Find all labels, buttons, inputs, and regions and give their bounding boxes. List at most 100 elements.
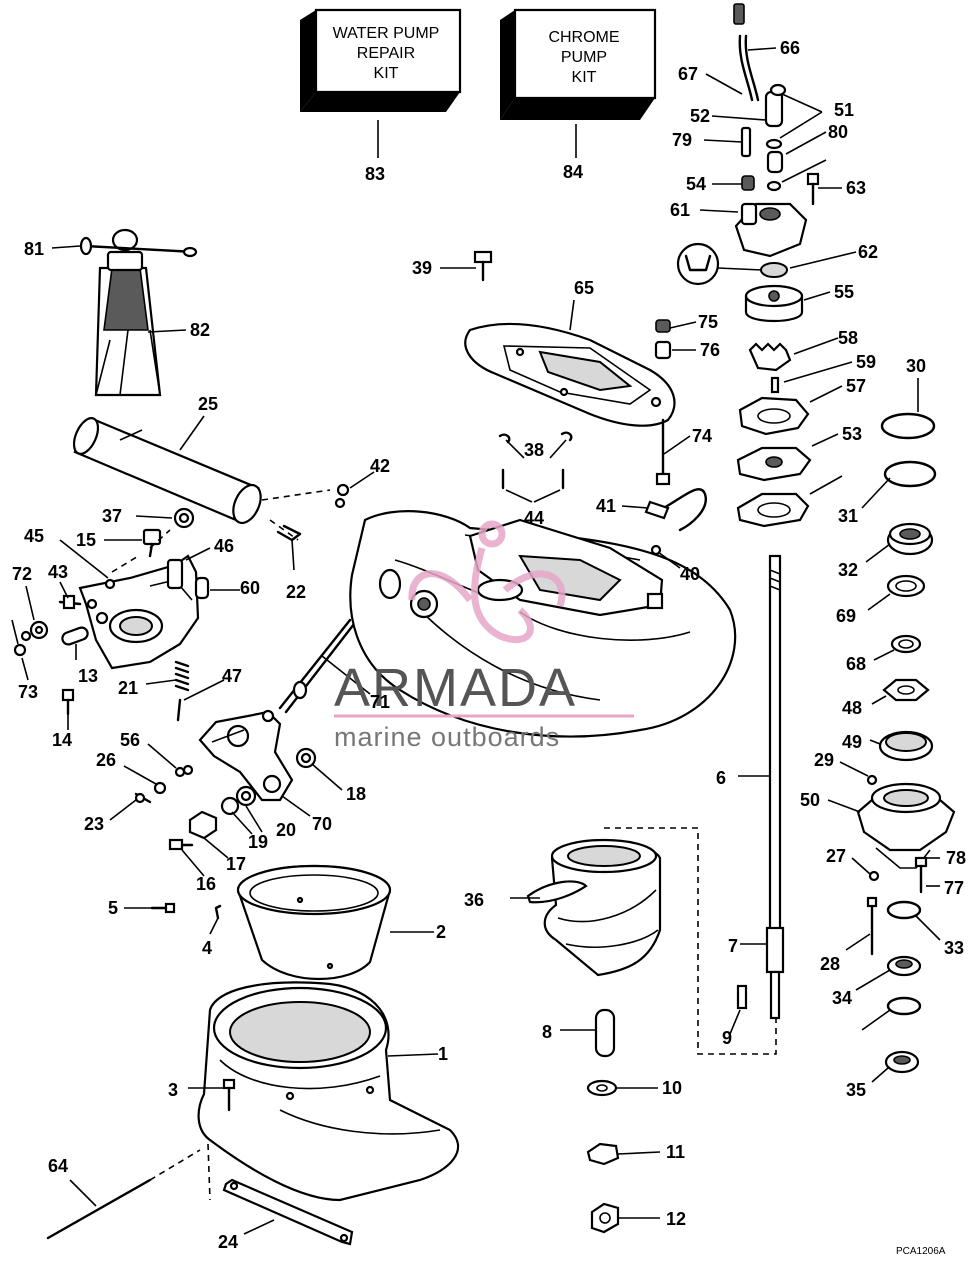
callout-50: 50 [800, 790, 820, 810]
callout-68: 68 [846, 654, 866, 674]
seal-stack-right [856, 412, 956, 1074]
callout-42: 42 [370, 456, 390, 476]
callout-8: 8 [542, 1022, 552, 1042]
callout-41: 41 [596, 496, 616, 516]
callout-7: 7 [728, 936, 738, 956]
jet-impeller [526, 838, 662, 977]
impeller-hardware [586, 1008, 620, 1234]
adapter-plate [464, 319, 676, 486]
callout-51: 51 [834, 100, 854, 120]
callout-9: 9 [722, 1028, 732, 1048]
callout-31: 31 [838, 506, 858, 526]
small-hardware-left [13, 483, 350, 716]
callout-14: 14 [52, 730, 72, 750]
callout-13: 13 [78, 666, 98, 686]
callout-6: 6 [716, 768, 726, 788]
callout-11: 11 [666, 1142, 685, 1162]
callout-69: 69 [836, 606, 856, 626]
hardware-center [473, 250, 707, 556]
callout-67: 67 [678, 64, 698, 84]
kit-83-line1: WATER PUMP [333, 25, 440, 42]
mount-bracket [78, 554, 210, 722]
strap-and-rod [46, 1143, 354, 1246]
callout-23: 23 [84, 814, 104, 834]
watermark-tagline: marine outboards [334, 722, 560, 752]
intake-housing [197, 981, 460, 1202]
kit-83-line3: KIT [374, 65, 399, 82]
callout-15: 15 [76, 530, 96, 550]
callout-46: 46 [214, 536, 234, 556]
callout-82: 82 [190, 320, 210, 340]
callout-18: 18 [346, 784, 366, 804]
callout-20: 20 [276, 820, 296, 840]
callout-55: 55 [834, 282, 854, 302]
callout-43: 43 [48, 562, 68, 582]
grease-gun [79, 228, 198, 397]
callout-17: 17 [226, 854, 246, 874]
callout-63: 63 [846, 178, 866, 198]
callout-24: 24 [218, 1232, 238, 1252]
callout-64: 64 [48, 1156, 68, 1176]
callout-45: 45 [24, 526, 44, 546]
callout-59: 59 [856, 352, 876, 372]
callout-5: 5 [108, 898, 118, 918]
callout-66: 66 [780, 38, 800, 58]
callout-48: 48 [842, 698, 862, 718]
armada-watermark: ARMADA marine outboards [334, 520, 634, 752]
callout-26: 26 [96, 750, 116, 770]
callout-1: 1 [438, 1044, 448, 1064]
callout-19: 19 [248, 832, 268, 852]
water-pump-stack [676, 3, 820, 528]
callout-74: 74 [692, 426, 712, 446]
callout-73: 73 [18, 682, 38, 702]
chrome-pump-kit-box: CHROME PUMP KIT [500, 8, 657, 158]
callout-38: 38 [524, 440, 544, 460]
callout-80: 80 [828, 122, 848, 142]
kit-84-number: 84 [563, 162, 583, 182]
callout-12: 12 [666, 1209, 686, 1229]
callout-77: 77 [944, 878, 964, 898]
callout-22: 22 [286, 582, 306, 602]
callout-33: 33 [944, 938, 964, 958]
callout-27: 27 [826, 846, 846, 866]
screws-5-4 [150, 902, 222, 920]
callout-35: 35 [846, 1080, 866, 1100]
callout-16: 16 [196, 874, 216, 894]
callout-54: 54 [686, 174, 706, 194]
callout-79: 79 [672, 130, 692, 150]
callout-30: 30 [906, 356, 926, 376]
callout-32: 32 [838, 560, 858, 580]
callout-76: 76 [700, 340, 720, 360]
callout-4: 4 [202, 938, 212, 958]
callout-61: 61 [670, 200, 690, 220]
watermark-brand: ARMADA [334, 658, 577, 718]
assembly-dash-lines-left [111, 489, 331, 573]
callout-53: 53 [842, 424, 862, 444]
diagram-code: PCA1206A [896, 1246, 946, 1257]
callout-37: 37 [102, 506, 122, 526]
callout-60: 60 [240, 578, 260, 598]
callout-70: 70 [312, 814, 332, 834]
kit-84-line3: KIT [572, 69, 597, 86]
kit-84-line1: CHROME [548, 29, 619, 46]
callout-72: 72 [12, 564, 32, 584]
callout-52: 52 [690, 106, 710, 126]
kit-83-line2: REPAIR [357, 45, 415, 62]
callout-44: 44 [524, 508, 544, 528]
callout-81: 81 [24, 239, 44, 259]
callout-58: 58 [838, 328, 858, 348]
callout-34: 34 [832, 988, 852, 1008]
nozzle-ring [236, 864, 392, 981]
callout-62: 62 [858, 242, 878, 262]
callout-47: 47 [222, 666, 242, 686]
shift-linkage [134, 618, 356, 851]
kit-83-number: 83 [365, 164, 385, 184]
callout-65: 65 [574, 278, 594, 298]
callout-2: 2 [436, 922, 446, 942]
housing-tube [72, 417, 262, 525]
callout-36: 36 [464, 890, 484, 910]
callout-57: 57 [846, 376, 866, 396]
jet-pump-housing [349, 510, 737, 738]
